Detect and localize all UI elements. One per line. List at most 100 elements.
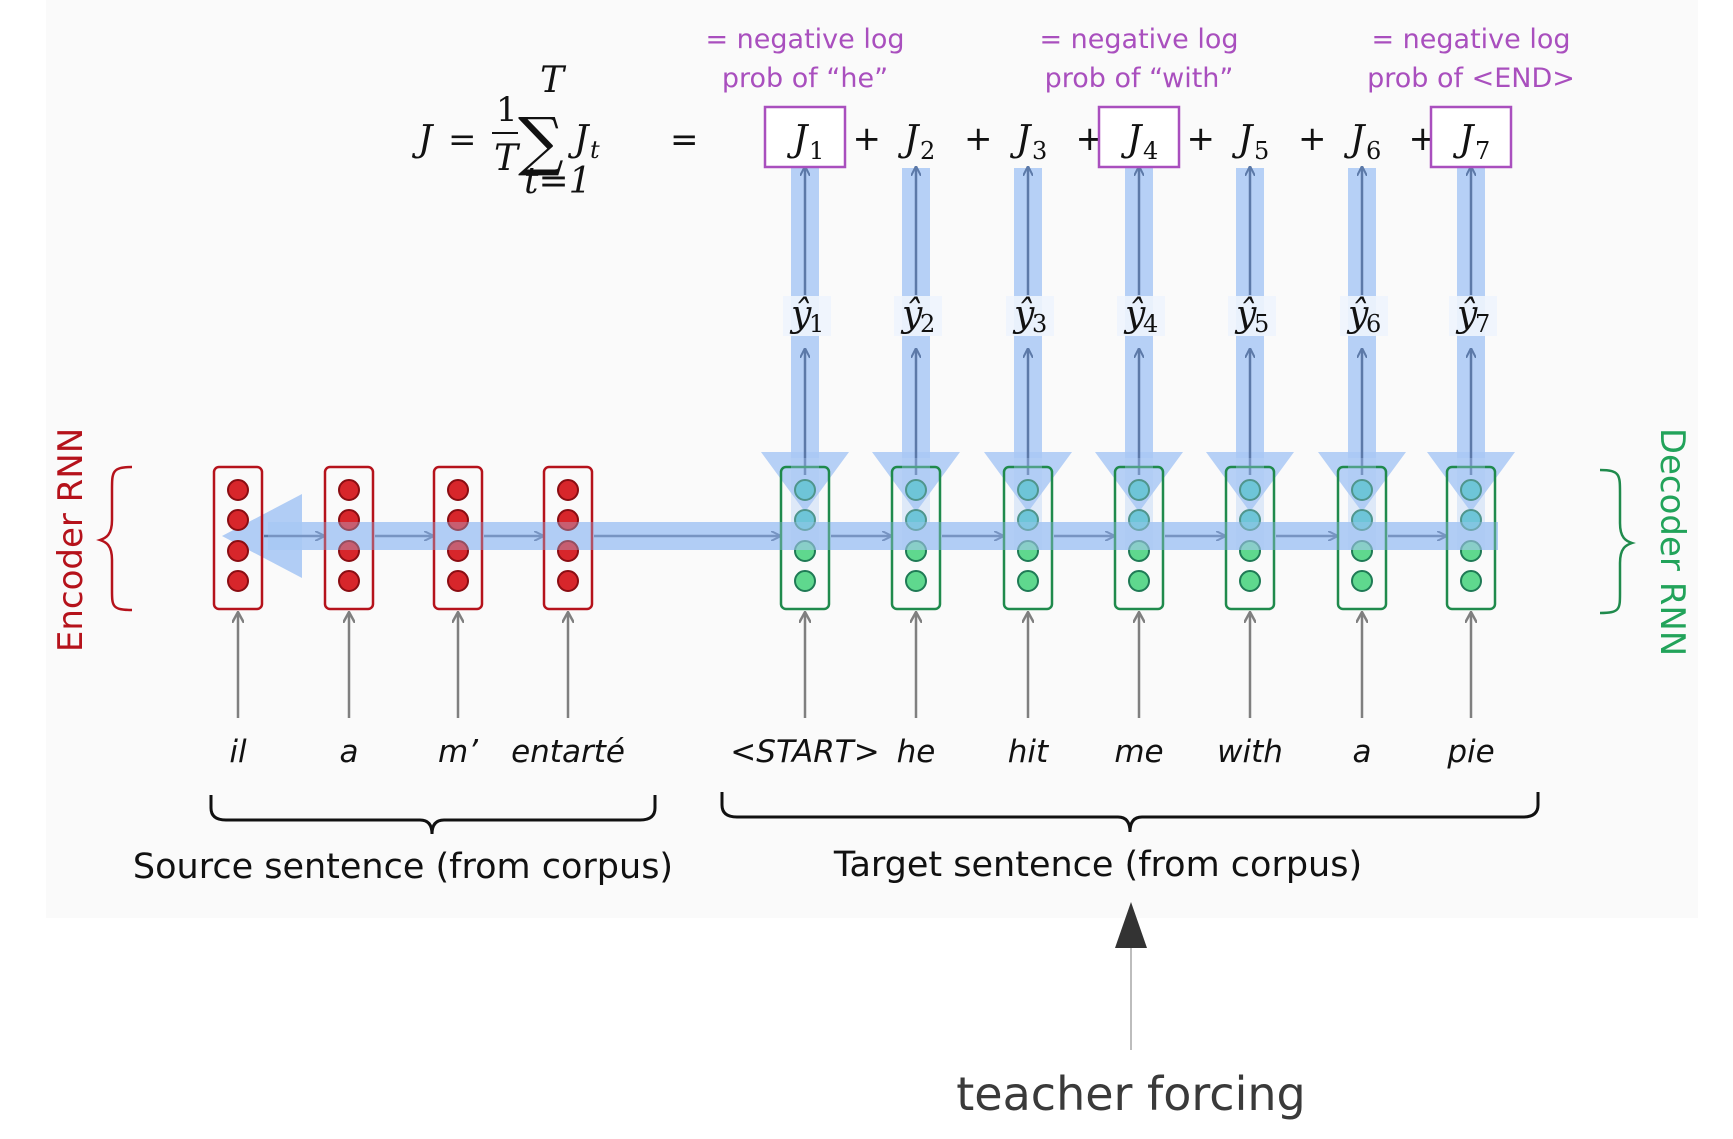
decoder-neuron — [794, 570, 816, 592]
flow-overlay-vertical — [1236, 458, 1264, 550]
prediction-subscript: 1 — [809, 310, 824, 338]
encoder-cell — [432, 465, 484, 611]
decoder-neuron — [1017, 540, 1039, 562]
decoder-cell — [1002, 465, 1054, 611]
encoder-neuron — [557, 540, 579, 562]
decoder-cell-frame — [1336, 465, 1388, 611]
encoder-neuron — [338, 540, 360, 562]
decoder-neuron — [1351, 509, 1373, 531]
prediction-label: ŷ7 — [1449, 294, 1497, 338]
flow-layer — [222, 168, 1515, 578]
decoder-neuron — [1128, 509, 1150, 531]
prediction-bg — [1228, 296, 1276, 336]
decoder-neuron — [1128, 570, 1150, 592]
decoder-neuron — [794, 509, 816, 531]
prediction-bg — [783, 296, 831, 336]
target-word: <START> — [730, 734, 879, 770]
encoder-neuron — [338, 509, 360, 531]
encoder-neuron — [447, 479, 469, 501]
equation-fraction-num: 1 — [496, 90, 518, 130]
encoder-cell — [323, 465, 375, 611]
prediction-subscript: 5 — [1254, 310, 1269, 338]
decoder-neuron — [1128, 540, 1150, 562]
decoder-neuron — [1239, 509, 1261, 531]
encoder-brace — [96, 465, 133, 612]
summand-sub: t — [590, 136, 600, 164]
annotation-line2: prob of “he” — [722, 63, 888, 94]
flow-overlay-vertical — [791, 458, 819, 550]
target-word: pie — [1446, 734, 1494, 770]
decoder-cell-frame — [1224, 465, 1276, 611]
encoder-label: Encoder RNN — [51, 428, 91, 652]
annotation-line1: = negative log — [1371, 24, 1570, 55]
prediction-symbol: ŷ — [1234, 294, 1257, 335]
decoder-neuron — [794, 479, 816, 501]
flow-overlay-vertical — [1125, 458, 1153, 550]
flow-overlay-vertical — [1457, 458, 1485, 550]
decoder-cell-frame — [779, 465, 831, 611]
prediction-bg — [894, 296, 942, 336]
source-word: m’ — [438, 734, 479, 770]
encoder-cell — [212, 465, 264, 611]
prediction-label: ŷ5 — [1228, 294, 1276, 338]
decoder-neuron — [905, 570, 927, 592]
flow-overlay-vertical — [902, 458, 930, 550]
decoder-cell-frame — [890, 465, 942, 611]
target-word: hit — [1008, 734, 1050, 770]
prediction-subscript: 3 — [1032, 310, 1047, 338]
equation-lhs: J — [411, 119, 435, 160]
summand: J — [567, 119, 591, 160]
source-brace — [209, 795, 657, 835]
encoder-neuron — [447, 570, 469, 592]
encoder-cell-frame — [542, 465, 594, 611]
prediction-label: ŷ3 — [1006, 294, 1054, 338]
source-word: entarté — [511, 734, 625, 770]
source-word: a — [340, 734, 359, 770]
target-word: he — [897, 734, 936, 770]
target-word: a — [1353, 734, 1372, 770]
teacher-forcing-label: teacher forcing — [956, 1067, 1305, 1121]
annotation-line2: prob of “with” — [1045, 63, 1234, 94]
plus-sign: + — [964, 119, 993, 159]
decoder-cell — [890, 465, 942, 611]
decoder-neuron — [1460, 570, 1482, 592]
decoder-neuron — [1460, 479, 1482, 501]
prediction-bg — [1006, 296, 1054, 336]
plus-sign: + — [853, 119, 882, 159]
sum-lower: t=1 — [524, 161, 592, 202]
annotation-line2: prob of <END> — [1367, 63, 1575, 94]
decoder-neuron — [1017, 509, 1039, 531]
loss-term-subscript: 7 — [1475, 137, 1490, 165]
loss-term-subscript: 1 — [809, 137, 824, 165]
loss-term-subscript: 4 — [1143, 137, 1158, 165]
source-caption: Source sentence (from corpus) — [133, 847, 673, 887]
source-word: il — [229, 734, 247, 770]
prediction-symbol: ŷ — [1346, 294, 1369, 335]
loss-term-symbol: J — [1343, 119, 1367, 160]
encoder-neuron — [557, 570, 579, 592]
decoder-label: Decoder RNN — [1652, 428, 1692, 656]
decoder-neuron — [1351, 570, 1373, 592]
prediction-bg — [1340, 296, 1388, 336]
loss-term-subscript: 2 — [920, 137, 935, 165]
overlay-layer — [268, 458, 1498, 550]
prediction-label: ŷ2 — [894, 294, 942, 338]
prediction-subscript: 4 — [1143, 310, 1158, 338]
teacher-forcing-arrowhead — [1115, 902, 1147, 948]
encoder-neuron — [227, 540, 249, 562]
sum-symbol: ∑ — [518, 105, 564, 179]
background-panel — [46, 0, 1698, 918]
prediction-subscript: 6 — [1366, 310, 1381, 338]
target-word: me — [1114, 734, 1163, 770]
cell-layer — [212, 465, 1497, 611]
loss-term-subscript: 5 — [1254, 137, 1269, 165]
decoder-neuron — [1239, 479, 1261, 501]
prediction-bg — [1449, 296, 1497, 336]
